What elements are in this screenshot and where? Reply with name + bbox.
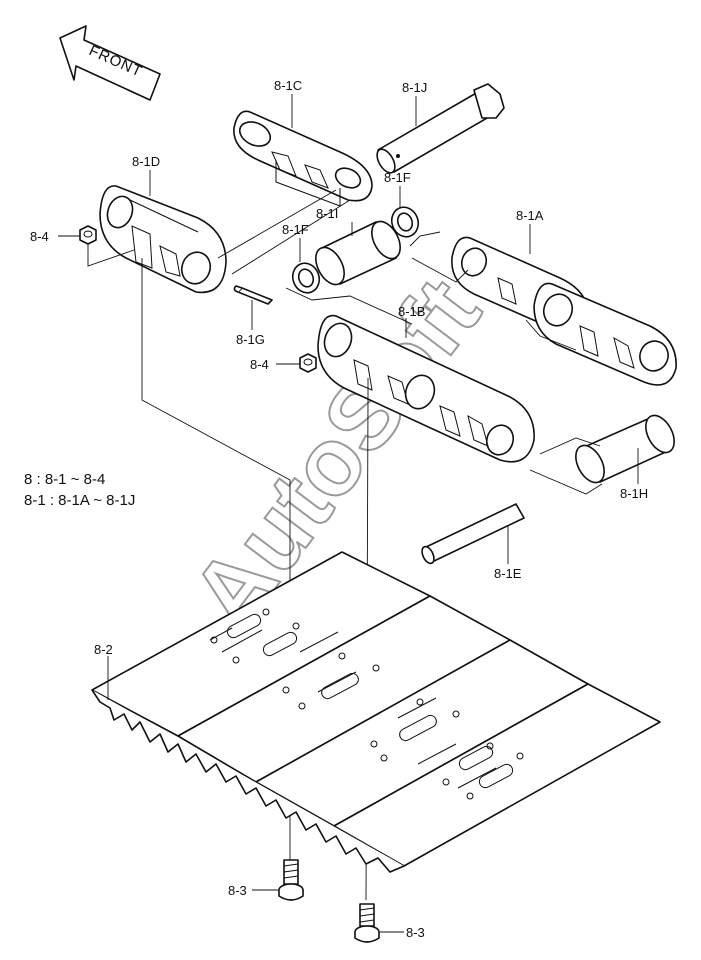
link-8-1b	[317, 314, 535, 463]
label-8-1f-left: 8-1F	[282, 222, 309, 237]
link-8-1c	[233, 110, 373, 207]
label-8-1e: 8-1E	[494, 566, 522, 581]
label-8-1c: 8-1C	[274, 78, 302, 93]
label-8-1d: 8-1D	[132, 154, 160, 169]
pin-8-1e	[421, 503, 525, 565]
label-8-4-mid: 8-4	[250, 357, 269, 372]
bolt-8-3-lower	[354, 903, 380, 943]
label-8-2: 8-2	[94, 642, 113, 657]
label-leaders	[58, 94, 639, 933]
label-8-1i: 8-1I	[316, 206, 338, 221]
bushing-8-1h	[575, 414, 675, 484]
label-8-1h: 8-1H	[620, 486, 648, 501]
label-8-3-lower: 8-3	[406, 925, 425, 940]
legend-line-1: 8 : 8-1 ~ 8-4	[24, 471, 105, 488]
link-8-1d	[99, 185, 227, 294]
bolt-8-3-upper	[278, 859, 304, 901]
label-8-3-upper: 8-3	[228, 883, 247, 898]
nut-8-4-mid	[299, 353, 317, 373]
track-shoes-8-2	[91, 551, 661, 873]
seal-8-1f-top	[390, 206, 420, 238]
label-8-1j: 8-1J	[402, 80, 427, 95]
pin-8-1j	[376, 83, 505, 174]
label-8-4-top: 8-4	[30, 229, 49, 244]
pin-8-1g	[233, 285, 273, 305]
seal-8-1f-left	[291, 262, 321, 294]
bushing-8-1i	[315, 220, 401, 286]
label-8-1b: 8-1B	[398, 304, 425, 319]
nut-8-4-top	[79, 225, 97, 245]
front-direction-arrow: FRONT	[59, 25, 161, 101]
legend-line-2: 8-1 : 8-1A ~ 8-1J	[24, 492, 135, 509]
link-8-1a	[451, 236, 677, 386]
label-8-1f-top: 8-1F	[384, 170, 411, 185]
label-8-1g: 8-1G	[236, 332, 265, 347]
label-8-1a: 8-1A	[516, 208, 544, 223]
